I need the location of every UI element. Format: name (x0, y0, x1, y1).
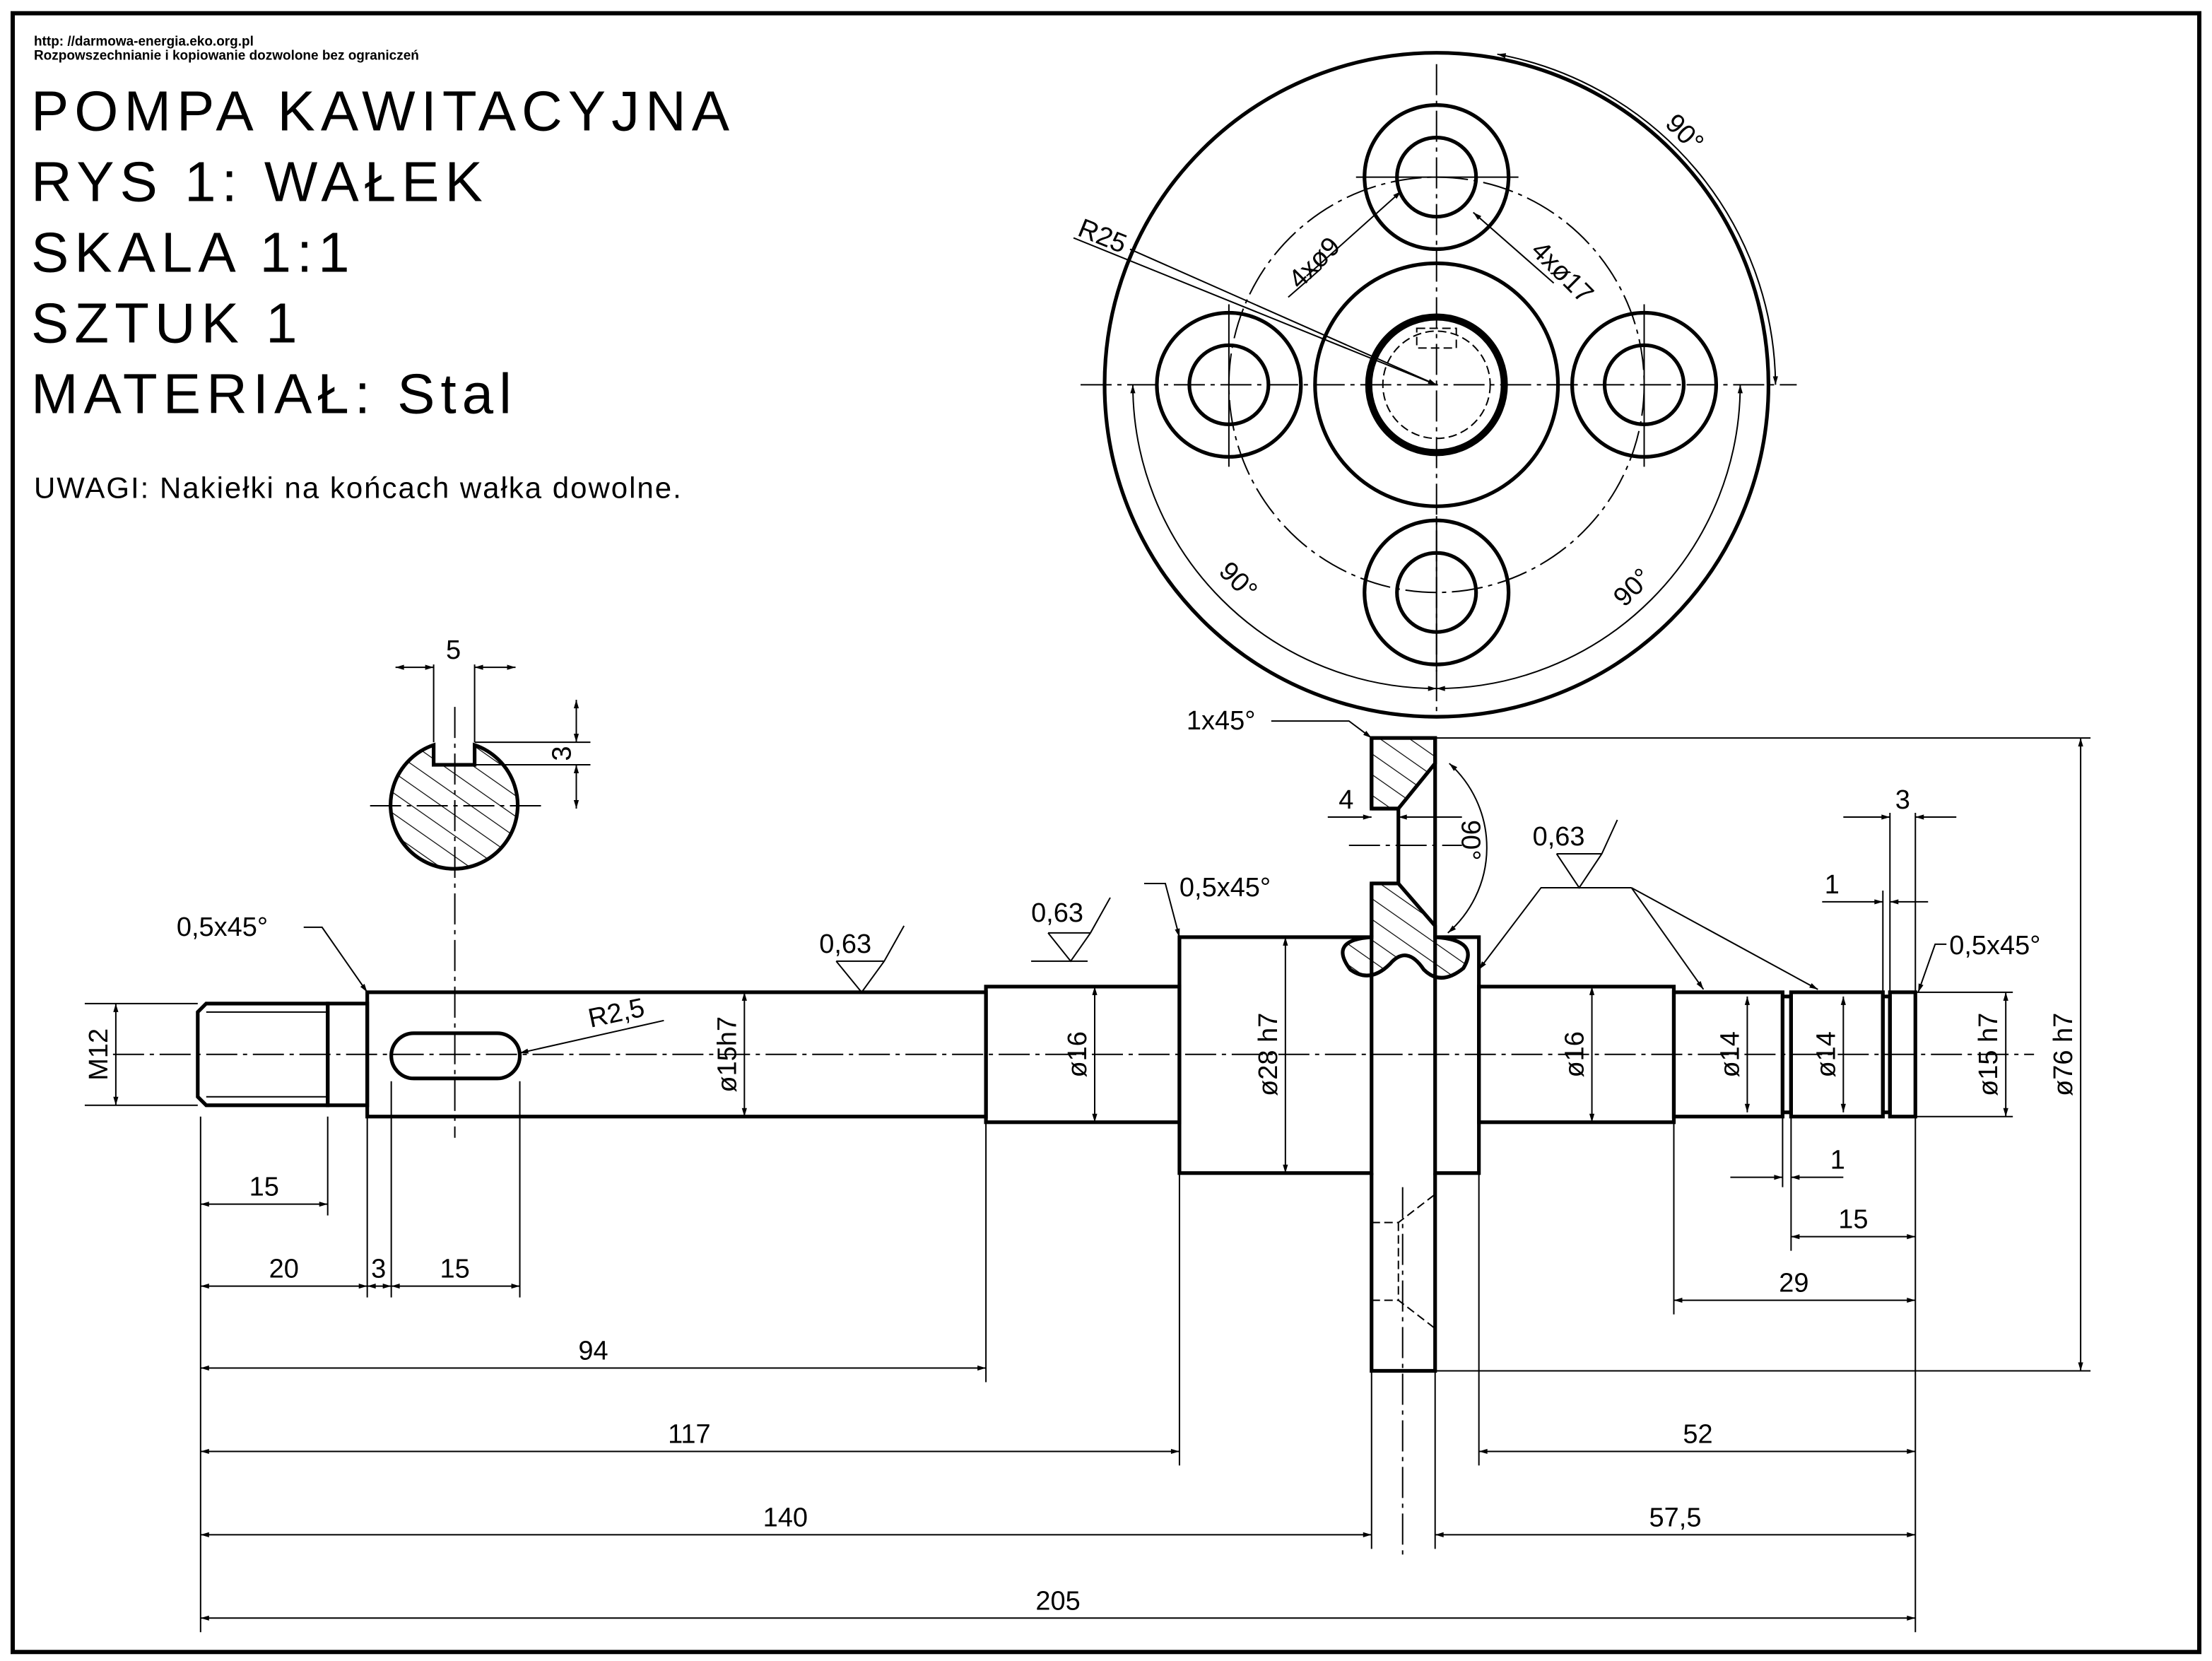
diameter-2-label: ø16 (1063, 1031, 1093, 1077)
diameter-7-label: ø15 h7 (1974, 1013, 2004, 1096)
roughness-1-label: 0,63 (819, 929, 871, 959)
diameter-3-label: ø28 h7 (1254, 1013, 1283, 1096)
key-depth-label: 3 (547, 746, 577, 761)
length-29: 29 (1779, 1269, 1808, 1298)
groove-top-label: 1 (1825, 870, 1840, 900)
large-holes-label: 4xø17 (1525, 235, 1599, 309)
license-note: Rozpowszechnianie i kopiowanie dozwolone… (34, 49, 419, 64)
length-52: 52 (1683, 1419, 1712, 1449)
flange-view: R25 4xø9 4xø17 90° 90° 90° (1073, 51, 1797, 719)
material-label: MATERIAŁ: Stal (31, 362, 517, 425)
length-57-5: 57,5 (1649, 1503, 1702, 1532)
groove-bottom-label: 1 (1830, 1146, 1845, 1175)
length-3: 3 (371, 1255, 386, 1284)
diameter-1-label: ø15h7 (712, 1016, 742, 1093)
notes-label: UWAGI: Nakiełki na końcach wałka dowolne… (34, 471, 683, 504)
radius-label: R25 (1074, 213, 1131, 259)
diameter-5-label: ø14 (1715, 1031, 1745, 1077)
thread-label: M12 (84, 1028, 114, 1081)
length-slot: 15 (440, 1255, 469, 1284)
end-width-label: 3 (1895, 785, 1910, 815)
roughness-3-label: 0,63 (1533, 822, 1585, 852)
countersink-angle-label: 90° (1456, 820, 1486, 860)
keyway-slot (389, 1031, 522, 1081)
chamfer-left-label: 0,5x45° (177, 912, 268, 942)
small-holes-label: 4xø9 (1283, 231, 1346, 294)
key-width-label: 5 (446, 635, 461, 665)
drawing-number: RYS 1: WAŁEK (31, 151, 488, 213)
diameter-4-label: ø16 (1560, 1031, 1590, 1077)
chamfer-right-label: 0,5x45° (1949, 931, 2040, 961)
length-20: 20 (269, 1255, 299, 1284)
slot-radius-label: R2,5 (586, 993, 647, 1034)
drawing-title: POMPA KAWITACYJNA (31, 80, 735, 143)
length-94: 94 (578, 1337, 608, 1366)
keyway-section: 5 3 (370, 635, 591, 1138)
countersink-depth-label: 4 (1339, 785, 1353, 815)
length-thread: 15 (249, 1173, 279, 1202)
scale-label: SKALA 1:1 (31, 221, 355, 284)
length-140: 140 (763, 1503, 808, 1532)
quantity-label: SZTUK 1 (31, 291, 303, 354)
angle-right-label: 90° (1608, 563, 1657, 612)
chamfer-flange-label: 1x45° (1187, 706, 1256, 736)
roughness-2-label: 0,63 (1031, 898, 1083, 928)
chamfer-mid-label: 0,5x45° (1179, 873, 1271, 903)
diameter-8-label: ø76 h7 (2049, 1013, 2078, 1096)
diameter-6-label: ø14 (1811, 1031, 1841, 1077)
source-url: http: //darmowa-energia.eko.org.pl (34, 35, 254, 49)
angle-top-label: 90° (1659, 108, 1709, 158)
drawing-frame (10, 11, 2202, 1655)
length-117: 117 (668, 1419, 711, 1449)
length-15-right: 15 (1838, 1205, 1868, 1235)
length-205: 205 (1035, 1586, 1080, 1616)
shaft-view: M12 ø15h7 ø16 ø28 h7 ø16 ø14 ø14 ø15 h7 … (84, 706, 2091, 1633)
